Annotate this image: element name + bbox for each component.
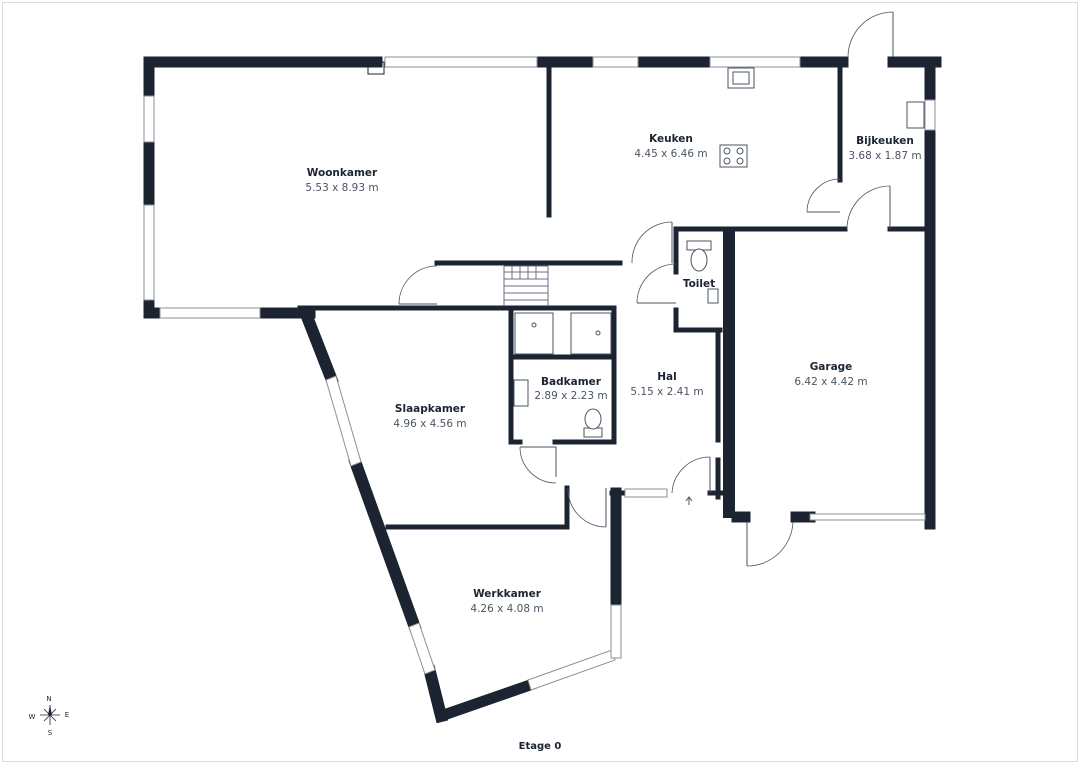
compass-west: W	[29, 713, 36, 721]
window-keuken-1	[592, 56, 639, 68]
wall-slaapkamer-west	[298, 306, 422, 633]
window-woonkamer-west-2	[143, 204, 155, 301]
floor-label: Etage 0	[519, 741, 562, 752]
window-woonkamer-top	[384, 56, 538, 68]
wall-werkkamer-west	[422, 664, 449, 724]
fixtures	[513, 67, 925, 505]
window-slaapkamer-west	[325, 375, 362, 467]
room-name-woonkamer: Woonkamer	[307, 167, 378, 179]
toilet-sink-icon	[707, 288, 719, 304]
room-dimensions-garage: 6.42 x 4.42 m	[794, 376, 867, 388]
bath-sink-icon	[513, 379, 529, 407]
compass-north: N	[46, 695, 51, 703]
room-dimensions-hal: 5.15 x 2.41 m	[630, 386, 703, 398]
window-keuken-2	[709, 56, 801, 68]
compass-south: S	[48, 729, 53, 737]
room-dimensions-badkamer: 2.89 x 2.23 m	[534, 390, 607, 402]
room-name-garage: Garage	[810, 361, 853, 373]
windows	[143, 56, 936, 691]
room-labels: Woonkamer 5.53 x 8.93 m Keuken 4.45 x 6.…	[305, 133, 921, 615]
room-dimensions-slaapkamer: 4.96 x 4.56 m	[393, 418, 466, 430]
window-woonkamer-west-1	[143, 95, 155, 143]
wall-toilet-south	[673, 307, 723, 333]
window-werkkamer-south	[527, 649, 616, 691]
room-name-bijkeuken: Bijkeuken	[856, 135, 914, 147]
entrance-arrow-icon	[685, 496, 693, 505]
room-name-badkamer: Badkamer	[541, 376, 602, 388]
window-entrance	[624, 488, 668, 498]
utility-sink-icon	[906, 101, 925, 129]
walls	[143, 56, 942, 724]
room-name-keuken: Keuken	[649, 133, 693, 145]
window-garage-door	[809, 513, 926, 521]
wall-pillar	[367, 61, 385, 75]
room-dimensions-keuken: 4.45 x 6.46 m	[634, 148, 707, 160]
door-badkamer	[520, 446, 557, 477]
stove-icon	[719, 144, 748, 168]
doors	[398, 11, 894, 567]
room-dimensions-bijkeuken: 3.68 x 1.87 m	[848, 150, 921, 162]
room-dimensions-werkkamer: 4.26 x 4.08 m	[470, 603, 543, 615]
window-werkkamer-west	[408, 622, 436, 675]
compass-icon: N E S W	[29, 695, 70, 737]
room-dimensions-woonkamer: 5.53 x 8.93 m	[305, 182, 378, 194]
wall-slaapkamer-south	[385, 485, 570, 530]
window-bijkeuken-east	[924, 99, 936, 131]
window-werkkamer-east	[610, 604, 622, 659]
staircase	[503, 265, 549, 306]
room-name-slaapkamer: Slaapkamer	[395, 403, 466, 415]
compass-east: E	[65, 711, 69, 719]
window-woonkamer-south	[159, 307, 261, 319]
shower-1-icon	[514, 312, 554, 355]
shower-2-icon	[570, 312, 612, 355]
room-name-toilet: Toilet	[683, 278, 715, 290]
room-name-werkkamer: Werkkamer	[473, 588, 542, 600]
wall-werkkamer-south	[433, 677, 538, 724]
room-name-hal: Hal	[657, 371, 676, 383]
